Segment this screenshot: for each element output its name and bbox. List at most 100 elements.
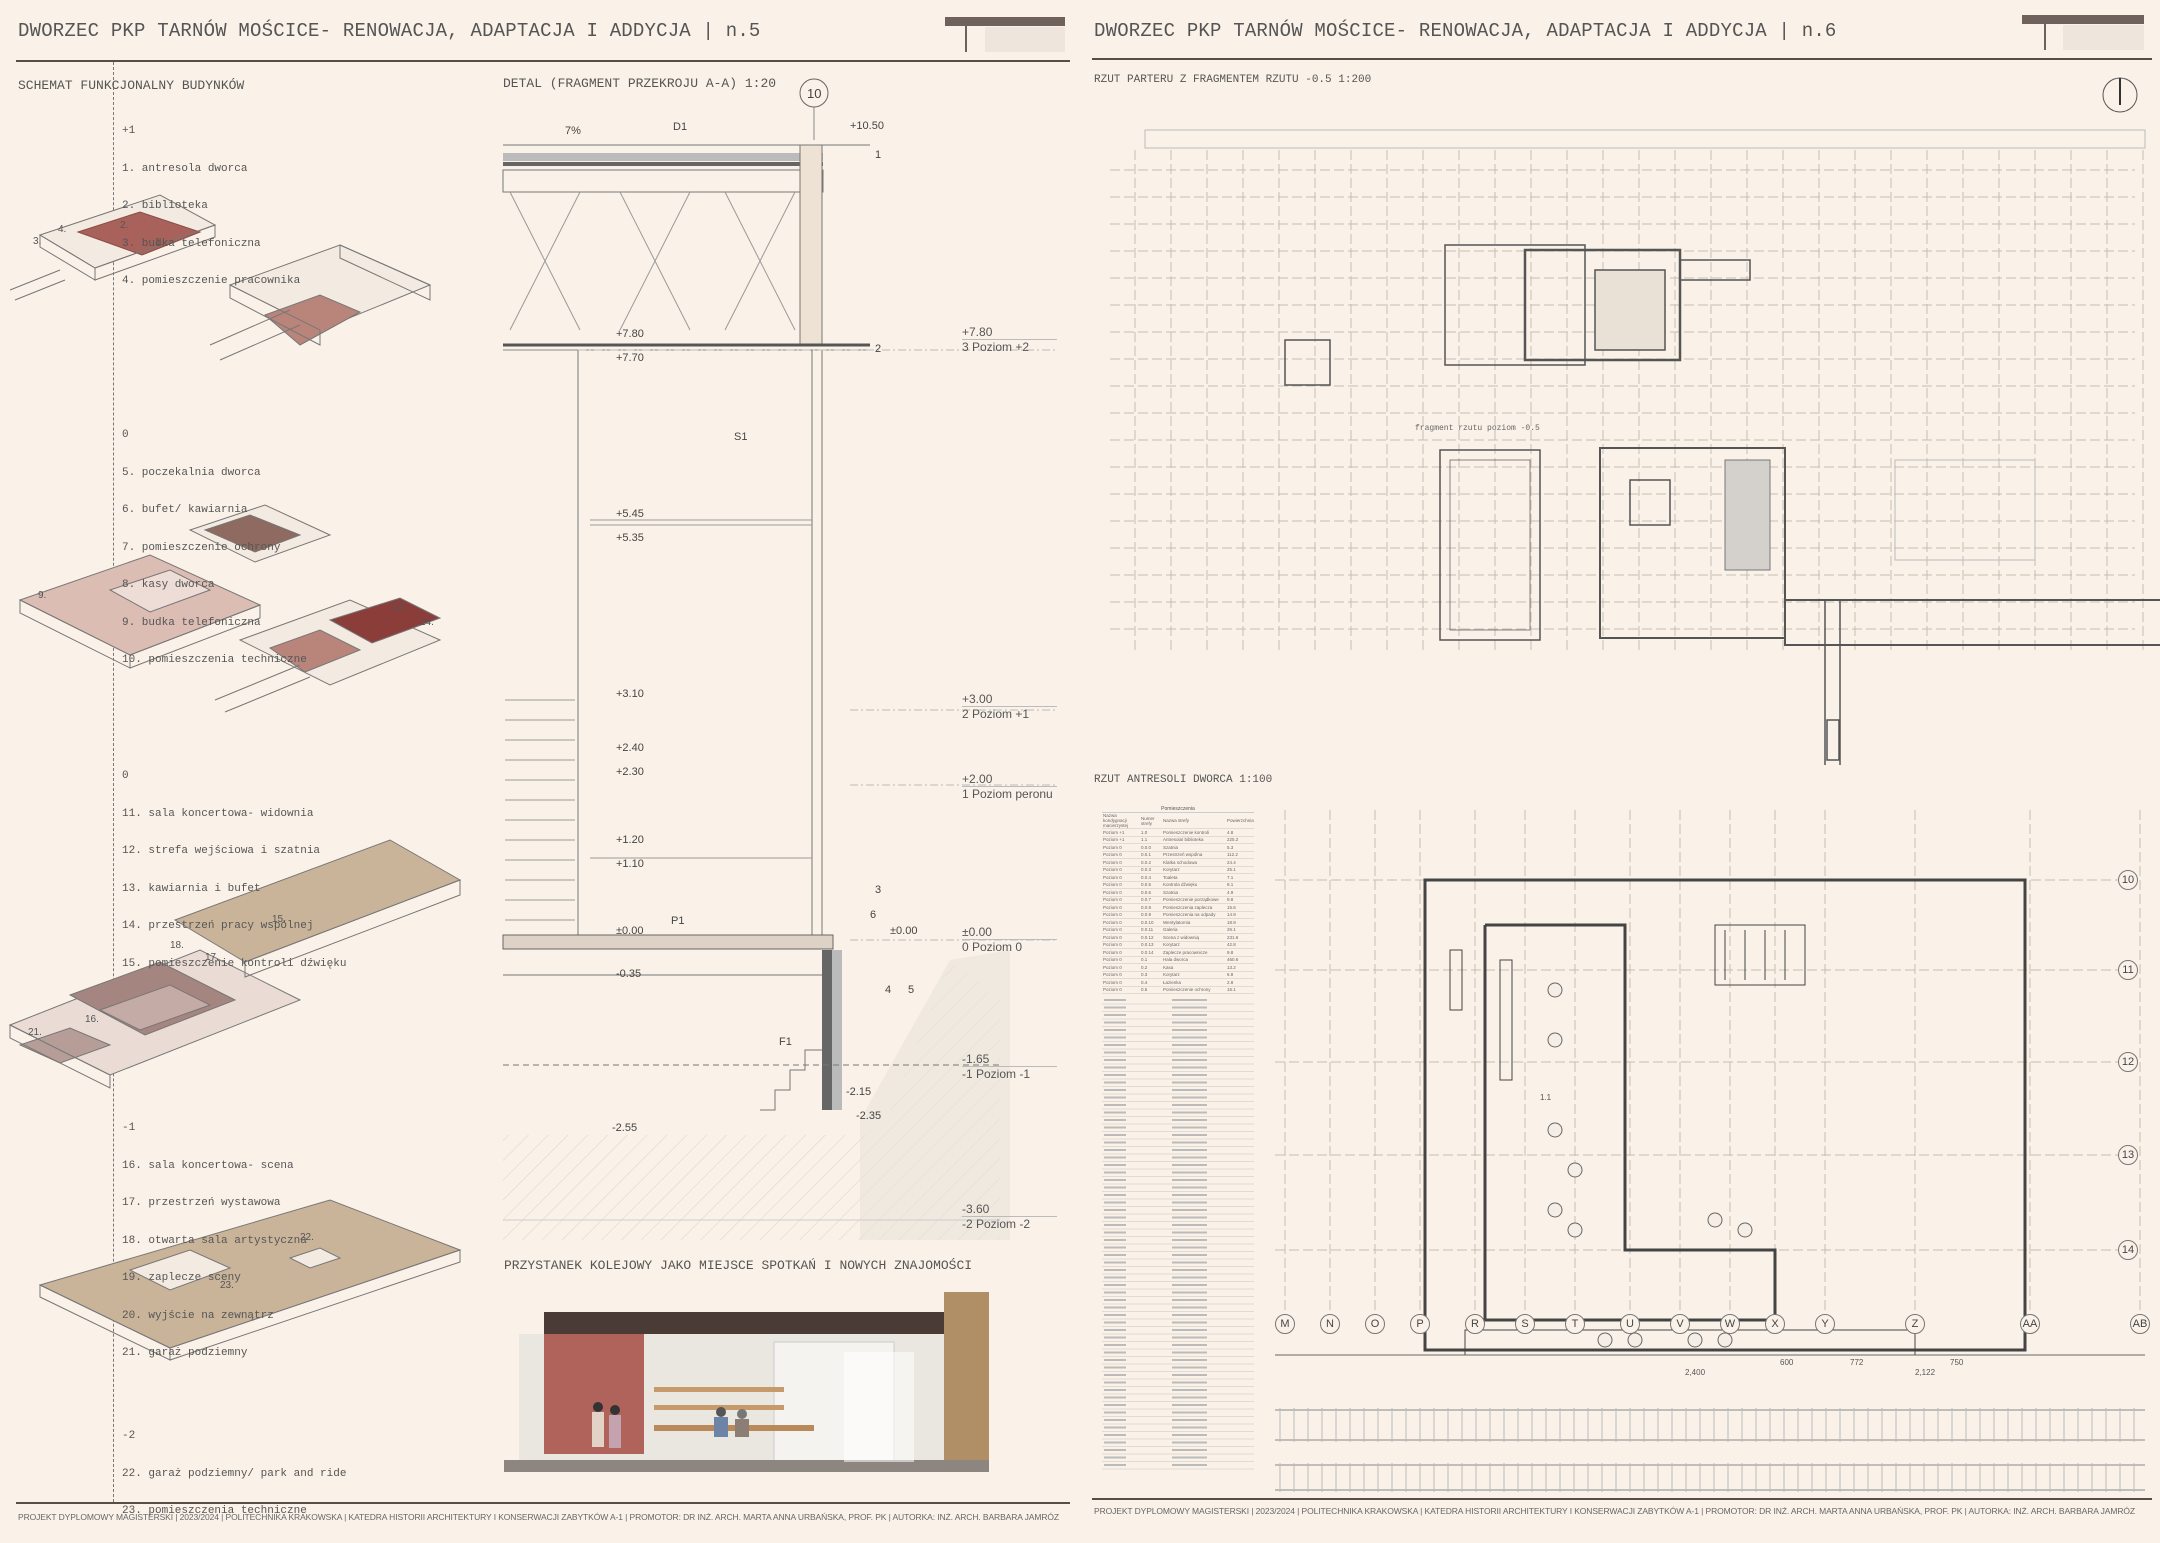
- grid-column-label: R: [1465, 1314, 1485, 1334]
- table-cell: Poziom 0: [1102, 963, 1140, 972]
- table-cell-mark: [1172, 1044, 1207, 1046]
- table-cell-mark: [1104, 1209, 1126, 1211]
- table-cell-mark: [1104, 1134, 1126, 1136]
- tag-s1: S1: [734, 431, 747, 443]
- elev-mark: +2.30: [616, 766, 644, 778]
- level-elevation: +2.00: [962, 772, 1057, 787]
- iso-label: 16.: [85, 1014, 99, 1025]
- table-cell-mark: [1104, 1434, 1126, 1436]
- table-cell-mark: [1172, 1254, 1207, 1256]
- table-cell-mark: [1172, 1449, 1207, 1451]
- level-elevation: +7.80: [962, 325, 1057, 340]
- table-cell: Poziom 0: [1102, 896, 1140, 904]
- table-cell-mark: [1104, 1464, 1126, 1466]
- table-cell: 0.5: [1140, 986, 1162, 994]
- table-cell-mark: [1172, 1389, 1207, 1391]
- title-block-stem: [2044, 24, 2046, 50]
- table-cell-mark: [1172, 1216, 1207, 1219]
- level-marker: -3.60-2 Poziom -2: [962, 1202, 1057, 1231]
- table-cell-mark: [1172, 1066, 1207, 1069]
- footer-divider: [16, 1502, 1070, 1504]
- table-cell-mark: [1104, 1006, 1126, 1009]
- table-cell: Scena z widownią: [1162, 933, 1226, 942]
- fragment-label: fragment rzutu poziom -0.5: [1415, 424, 1540, 433]
- table-cell-mark: [1104, 1171, 1126, 1174]
- table-cell-mark: [1104, 1321, 1126, 1324]
- iso-label: 3.: [33, 236, 41, 247]
- table-cell: 0.0.11: [1140, 926, 1162, 934]
- table-cell: 0.3: [1140, 971, 1162, 979]
- table-cell: 112.2: [1226, 851, 1254, 859]
- table-cell: 2.8: [1226, 978, 1254, 987]
- level-elevation: -3.60: [962, 1202, 1057, 1217]
- table-cell: 18.9: [1226, 918, 1254, 927]
- station-render-image: [504, 1292, 989, 1492]
- table-cell-mark: [1104, 1081, 1126, 1084]
- footer-text: PROJEKT DYPLOMOWY MAGISTERSKI | 2023/202…: [1094, 1506, 2135, 1516]
- list-item: 17. przestrzeń wystawowa: [122, 1197, 281, 1209]
- level-elevation: +3.00: [962, 692, 1057, 707]
- furniture: [1547, 1122, 1563, 1138]
- grid-column-label: N: [1320, 1314, 1340, 1334]
- plan-title: RZUT PARTERU Z FRAGMENTEM RZUTU -0.5 1:2…: [1094, 74, 1372, 86]
- table-cell-mark: [1104, 1404, 1126, 1406]
- table-cell-mark: [1104, 1036, 1126, 1039]
- table-cell: Poziom 0: [1102, 843, 1140, 852]
- table-cell: Pomieszczenie ochrony: [1162, 986, 1226, 994]
- schema-title: SCHEMAT FUNKCJONALNY BUDYNKÓW: [18, 78, 245, 93]
- table-cell-mark: [1104, 1426, 1126, 1429]
- table-cell-mark: [1104, 1306, 1126, 1309]
- table-cell: Poziom 0: [1102, 918, 1140, 927]
- table-cell: 13.2: [1226, 963, 1254, 972]
- level-name: 3 Poziom +2: [962, 340, 1030, 354]
- grid-column-label: AB: [2130, 1314, 2150, 1334]
- tag-3: 3: [875, 884, 881, 896]
- list-item: 10. pomieszczenia techniczne: [122, 654, 307, 666]
- furniture: [1567, 1162, 1583, 1178]
- table-cell: 231.6: [1226, 933, 1254, 942]
- furniture: [1597, 1332, 1613, 1348]
- table-cell-mark: [1172, 1021, 1207, 1024]
- tag-2: 2: [875, 343, 881, 355]
- level-name: 2 Poziom +1: [962, 707, 1030, 721]
- table-cell-mark: [1104, 1276, 1126, 1279]
- level-name: -1 Poziom -1: [962, 1067, 1031, 1081]
- table-cell-mark: [1172, 1014, 1207, 1016]
- table-cell-mark: [1104, 1096, 1126, 1099]
- detail-title: DETAL (FRAGMENT PRZEKROJU A-A) 1:20: [503, 76, 777, 91]
- dimension: 772: [1850, 1358, 1864, 1367]
- table-cell: 0.0.2: [1140, 858, 1162, 867]
- list-item: 9. budka telefoniczna: [122, 616, 261, 629]
- table-cell: 8.1: [1226, 881, 1254, 889]
- table-cell-mark: [1172, 1329, 1207, 1331]
- table-cell-mark: [1172, 1141, 1207, 1144]
- list-item: 11. sala koncertowa- widownia: [122, 807, 314, 820]
- table-cell-mark: [1104, 1224, 1126, 1226]
- grid-row-label: 12: [2118, 1052, 2138, 1072]
- table-cell: Poziom 0: [1102, 881, 1140, 889]
- mezzanine-plan: 1.1 2,400 2,122 772 750 600: [1275, 810, 2145, 1492]
- table-cell-mark: [1172, 1366, 1207, 1369]
- north-arrow-icon: [2102, 77, 2138, 113]
- header-divider: [16, 60, 1070, 62]
- table-cell: Poziom 0: [1102, 986, 1140, 994]
- table-cell: 14.9: [1226, 911, 1254, 919]
- list-item: 19. zaplecze sceny: [122, 1272, 241, 1284]
- table-cell: Hala dworca: [1162, 956, 1226, 964]
- iso-label: 9.: [38, 590, 46, 601]
- table-cell-mark: [1104, 1269, 1126, 1271]
- grid-column-label: V: [1670, 1314, 1690, 1334]
- table-continuation-rows: [1102, 999, 1254, 1470]
- table-cell-mark: [1104, 1254, 1126, 1256]
- list-item: 4. pomieszczenie pracownika: [122, 275, 301, 287]
- table-cell: 4.8: [1226, 828, 1254, 837]
